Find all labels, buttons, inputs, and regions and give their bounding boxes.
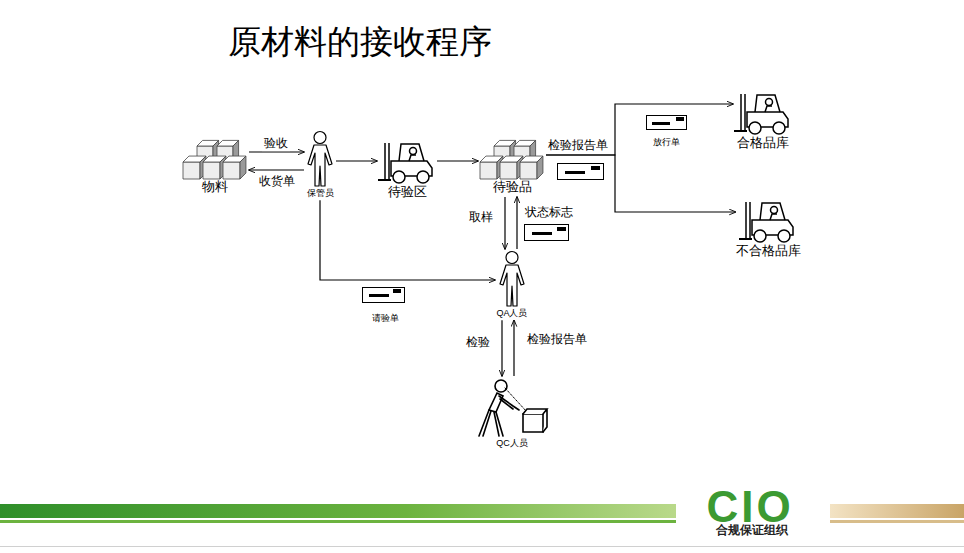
edge-label: 检验: [464, 336, 492, 350]
edge-label: 检验报告单: [546, 139, 610, 153]
node-icon: [738, 198, 798, 244]
edge-label: 检验报告单: [525, 333, 589, 347]
node-icon: [469, 376, 555, 438]
node-label: 待验区: [388, 185, 427, 200]
flow-arrow: [336, 160, 377, 161]
node-icon: [478, 138, 546, 180]
flow-arrow: [437, 160, 478, 161]
flow-arrow: [249, 169, 304, 170]
icon-node: QA人员: [496, 250, 528, 318]
edge-label: 取样: [467, 211, 495, 225]
footer-band: [0, 504, 964, 547]
icon-node: 保管员: [304, 130, 336, 198]
flow-arrow: [501, 320, 502, 376]
edge-label: 收货单: [257, 175, 297, 189]
document-label: 放行单: [651, 137, 682, 147]
edge-label: 验收: [262, 137, 290, 151]
document-icon: [558, 164, 604, 180]
node-label: 物料: [202, 180, 228, 195]
node-icon: [181, 138, 249, 180]
logo-caption: 合规保证组织: [714, 524, 790, 538]
page-title: 原材料的接收程序: [228, 20, 492, 65]
flow-arrow: [516, 197, 517, 249]
flow-arrow: [249, 151, 304, 152]
node-icon: [304, 130, 336, 188]
flow-arrow: [546, 155, 736, 212]
node-icon: [496, 250, 528, 308]
flow-arrow: [504, 197, 505, 249]
node-label: 合格品库: [737, 136, 789, 151]
icon-node: 待验区: [377, 139, 437, 200]
document-icon: [647, 116, 687, 130]
icon-node: QC人员: [469, 376, 555, 448]
node-label: 保管员: [307, 188, 334, 198]
flow-arrow: [513, 320, 514, 376]
edge-label: 请验单: [370, 313, 401, 323]
flow-arrow: [546, 104, 733, 155]
icon-node: 物料: [181, 138, 249, 195]
node-icon: [377, 139, 437, 185]
node-label: 待验品: [493, 180, 532, 195]
icon-node: 待验品: [478, 138, 546, 195]
flow-arrow: [320, 200, 495, 280]
node-label: QA人员: [496, 308, 527, 318]
icon-node: 合格品库: [733, 90, 793, 151]
document-icon: [525, 225, 569, 241]
document-icon: [363, 288, 405, 303]
node-label: 不合格品库: [736, 244, 801, 259]
icon-node: 不合格品库: [736, 198, 801, 259]
node-icon: [733, 90, 793, 136]
edge-label: 状态标志: [523, 206, 575, 220]
node-label: QC人员: [496, 438, 528, 448]
